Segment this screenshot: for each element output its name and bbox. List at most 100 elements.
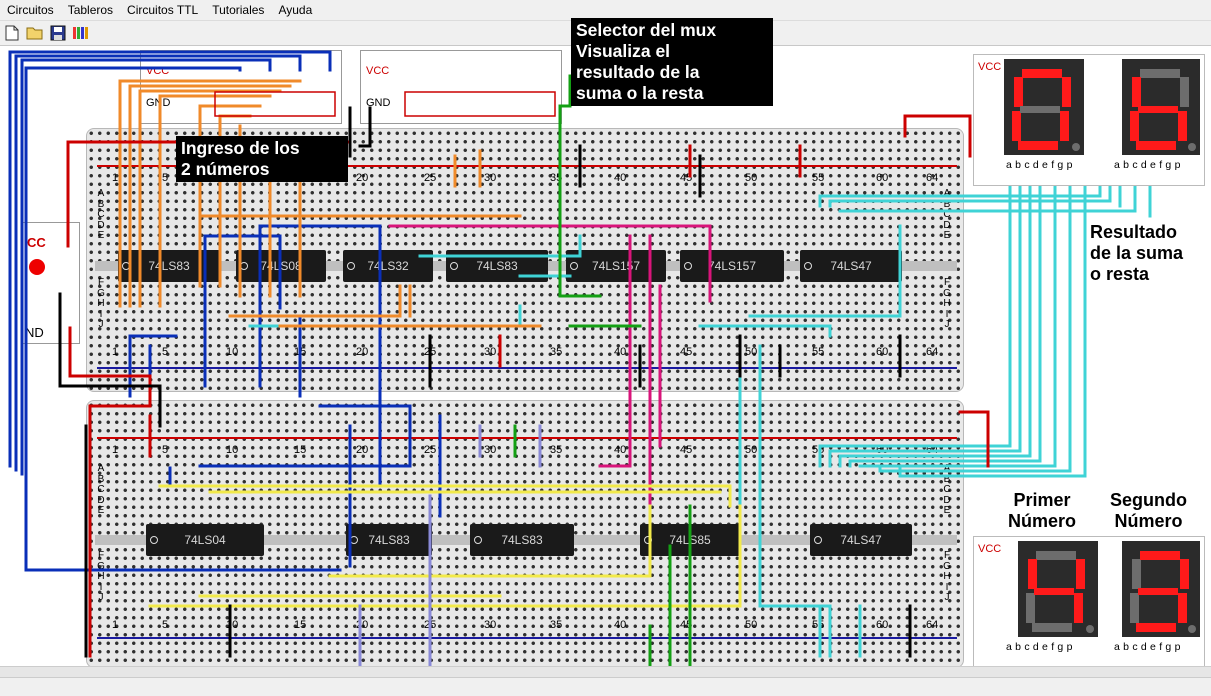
column-number: 20 xyxy=(356,346,369,358)
circuit-canvas[interactable]: VCC GND VCC GND CC ND 151015202530354045… xyxy=(0,46,1211,666)
chip-74ls47-bottom[interactable]: 74LS47 xyxy=(810,524,912,556)
digit-four-icon xyxy=(1026,551,1094,633)
column-number: 1 xyxy=(112,172,119,184)
column-number: 25 xyxy=(424,444,437,456)
column-number: 35 xyxy=(550,346,563,358)
column-number: 35 xyxy=(550,444,563,456)
power-led-icon xyxy=(29,259,45,275)
column-number: 45 xyxy=(680,444,693,456)
column-number: 5 xyxy=(162,619,169,631)
column-number: 15 xyxy=(294,619,307,631)
open-folder-icon[interactable] xyxy=(25,23,45,43)
dip1-gnd: GND xyxy=(146,97,171,109)
save-icon[interactable] xyxy=(48,23,68,43)
result-vcc-label: VCC xyxy=(978,61,1002,73)
status-bar xyxy=(0,677,1211,696)
column-number: 30 xyxy=(484,172,497,184)
column-number: 40 xyxy=(614,346,627,358)
input-vcc-label: VCC xyxy=(978,543,1002,555)
chip-74ls83-bottom-1[interactable]: 74LS83 xyxy=(346,524,432,556)
wire-group-green xyxy=(513,74,692,666)
digit-three-icon xyxy=(1130,551,1196,633)
new-file-icon[interactable] xyxy=(2,23,22,43)
chip-library-icon[interactable] xyxy=(71,23,91,43)
column-number: 35 xyxy=(550,619,563,631)
menu-tutoriales[interactable]: Tutoriales xyxy=(212,3,265,17)
horizontal-scrollbar[interactable] xyxy=(0,666,1211,677)
dip2-vcc: VCC xyxy=(366,65,390,77)
chip-74ls32[interactable]: 74LS32 xyxy=(343,250,433,282)
column-number: 40 xyxy=(614,172,627,184)
column-number: 1 xyxy=(112,346,119,358)
power-gnd-label: ND xyxy=(25,325,44,340)
wire-group-cyan xyxy=(248,174,1152,658)
chip-74ls83-top-1[interactable]: 74LS83 xyxy=(118,250,220,282)
chip-74ls47-top[interactable]: 74LS47 xyxy=(800,250,902,282)
power-module: CC ND xyxy=(22,222,80,344)
result-digit-1 xyxy=(1004,59,1084,155)
wire-group-black xyxy=(58,106,912,658)
dip2-gnd: GND xyxy=(366,97,391,109)
column-number: 40 xyxy=(614,619,627,631)
input-digit-1 xyxy=(1018,541,1098,637)
wire-group-red xyxy=(66,114,990,658)
chip-74ls04[interactable]: 74LS04 xyxy=(146,524,264,556)
column-number: 60 xyxy=(876,172,889,184)
column-number: 50 xyxy=(745,346,758,358)
column-number: 20 xyxy=(356,172,369,184)
wire-group-lavender xyxy=(358,424,542,666)
column-number: 1 xyxy=(112,444,119,456)
column-number: 20 xyxy=(356,444,369,456)
column-number: 64 xyxy=(926,172,939,184)
result-display-panel: VCC a b c d e f g p a b c d e f g p xyxy=(973,54,1205,186)
column-number: 60 xyxy=(876,346,889,358)
menu-tableros[interactable]: Tableros xyxy=(67,3,114,17)
column-number: 30 xyxy=(484,444,497,456)
dip-switches xyxy=(214,91,556,117)
chip-74ls83-bottom-2[interactable]: 74LS83 xyxy=(470,524,574,556)
column-number: 30 xyxy=(484,619,497,631)
dip-switch-board-2: VCC GND xyxy=(360,50,562,124)
input-seg-labels-1: a b c d e f g p xyxy=(1006,641,1073,653)
menu-ayuda[interactable]: Ayuda xyxy=(278,3,313,17)
column-number: 50 xyxy=(745,444,758,456)
wire-group-orange xyxy=(118,79,542,328)
input-seg-labels-2: a b c d e f g p xyxy=(1114,641,1181,653)
column-number: 25 xyxy=(424,172,437,184)
power-vcc-label: CC xyxy=(27,235,46,250)
column-number: 1 xyxy=(112,619,119,631)
column-number: 15 xyxy=(294,444,307,456)
menu-circuitos-ttl[interactable]: Circuitos TTL xyxy=(127,3,199,17)
column-number: 50 xyxy=(745,619,758,631)
column-number: 10 xyxy=(226,346,239,358)
column-number: 45 xyxy=(680,346,693,358)
menu-circuitos[interactable]: Circuitos xyxy=(7,3,54,17)
column-number: 5 xyxy=(162,172,169,184)
column-number: 64 xyxy=(926,346,939,358)
column-number: 50 xyxy=(745,172,758,184)
digit-b-icon xyxy=(1130,69,1196,151)
result-seg-labels-2: a b c d e f g p xyxy=(1114,159,1181,171)
digit-zero-icon xyxy=(1012,69,1080,151)
result-digit-2 xyxy=(1122,59,1200,155)
column-number: 5 xyxy=(162,444,169,456)
column-number: 30 xyxy=(484,346,497,358)
column-number: 60 xyxy=(876,619,889,631)
result-seg-labels-1: a b c d e f g p xyxy=(1006,159,1073,171)
wire-group-magenta xyxy=(388,224,712,548)
chip-74ls157-2[interactable]: 74LS157 xyxy=(680,250,784,282)
input-digit-2 xyxy=(1122,541,1200,637)
column-number: 64 xyxy=(926,619,939,631)
